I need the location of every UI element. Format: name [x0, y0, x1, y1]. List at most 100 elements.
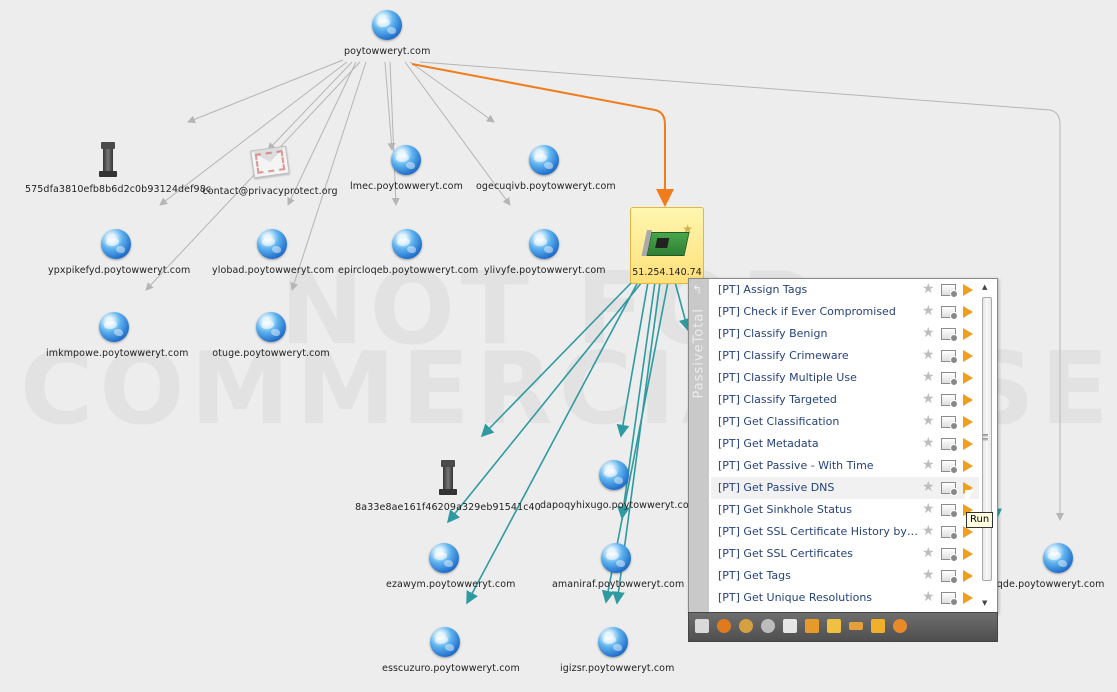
globe-icon	[1043, 543, 1073, 573]
settings-icon[interactable]	[941, 416, 958, 430]
run-all-icon[interactable]	[871, 619, 885, 633]
run-icon[interactable]	[963, 328, 973, 340]
layout-icon[interactable]	[695, 619, 709, 633]
transform-icon[interactable]	[739, 619, 753, 633]
star-icon[interactable]: ★	[922, 303, 935, 319]
settings-icon[interactable]	[941, 548, 958, 562]
run-icon[interactable]	[963, 350, 973, 362]
menu-scrollbar[interactable]: ▲ ══ ▼	[980, 281, 993, 611]
graph-node[interactable]: epircloqeb.poytowweryt.com	[338, 229, 478, 276]
settings-icon[interactable]	[941, 592, 958, 606]
run-icon[interactable]	[963, 284, 973, 296]
menu-item[interactable]: [PT] Get Sinkhole Status★	[711, 499, 979, 521]
star-icon[interactable]: ★	[922, 589, 935, 605]
graph-node[interactable]: lmec.poytowweryt.com	[350, 145, 463, 192]
graph-node[interactable]: ylobad.poytowweryt.com	[212, 229, 334, 276]
settings-icon[interactable]	[941, 350, 958, 364]
menu-item[interactable]: [PT] Get Unique Resolutions★	[711, 587, 979, 609]
menu-item[interactable]: [PT] Get Tags★	[711, 565, 979, 587]
settings-icon[interactable]	[941, 504, 958, 518]
graph-node[interactable]: otuge.poytowweryt.com	[212, 312, 330, 359]
menu-item[interactable]: [PT] Classify Multiple Use ★	[711, 367, 979, 389]
settings-icon[interactable]	[941, 438, 958, 452]
graph-node[interactable]: ogecuqivb.poytowweryt.com	[476, 145, 616, 192]
graph-node[interactable]: ezawym.poytowweryt.com	[386, 543, 515, 590]
menu-item[interactable]: [PT] Check if Ever Compromised★	[711, 301, 979, 323]
run-icon[interactable]	[963, 526, 973, 538]
scroll-down-icon[interactable]: ▼	[982, 599, 988, 607]
menu-item[interactable]: [PT] Assign Tags★	[711, 279, 979, 301]
scroll-thumb[interactable]	[982, 297, 992, 581]
run-icon[interactable]	[963, 570, 973, 582]
run-icon[interactable]	[963, 460, 973, 472]
graph-node[interactable]: igizsr.poytowweryt.com	[560, 627, 674, 674]
star-icon[interactable]: ★	[922, 545, 935, 561]
settings-icon[interactable]	[941, 570, 958, 584]
menu-item[interactable]: [PT] Get SSL Certificates★	[711, 543, 979, 565]
settings-icon[interactable]	[941, 306, 958, 320]
refresh-icon[interactable]	[893, 619, 907, 633]
star-icon[interactable]: ★	[922, 435, 935, 451]
settings-icon[interactable]	[941, 460, 958, 474]
star-icon[interactable]: ★	[682, 222, 693, 236]
graph-node[interactable]: poytowweryt.com	[344, 10, 430, 57]
run-icon[interactable]	[963, 548, 973, 560]
graph-node[interactable]: contact@privacyprotect.org	[200, 145, 340, 197]
run-icon[interactable]	[963, 416, 973, 428]
graph-node[interactable]: amaniraf.poytowweryt.com	[552, 543, 684, 590]
view-icon[interactable]	[761, 619, 775, 633]
settings-icon[interactable]	[941, 482, 958, 496]
menu-item[interactable]: [PT] Get Passive DNS★	[711, 477, 979, 499]
run-icon[interactable]	[963, 504, 973, 516]
paste-icon[interactable]	[827, 619, 841, 633]
star-icon[interactable]: ★	[922, 281, 935, 297]
node-label: poytowweryt.com	[344, 46, 431, 57]
run-icon[interactable]	[963, 394, 973, 406]
graph-node[interactable]: ylivyfe.poytowweryt.com	[484, 229, 606, 276]
graph-node[interactable]: ypxpikefyd.poytowweryt.com	[48, 229, 190, 276]
star-icon[interactable]: ★	[922, 347, 935, 363]
star-icon[interactable]: ★	[922, 369, 935, 385]
settings-icon[interactable]	[941, 328, 958, 342]
menu-item[interactable]: [PT] Get Classification★	[711, 411, 979, 433]
node-label: otuge.poytowweryt.com	[212, 348, 330, 359]
star-icon[interactable]: ★	[922, 457, 935, 473]
run-icon[interactable]	[963, 306, 973, 318]
run-icon[interactable]	[963, 482, 973, 494]
selected-ip-node[interactable]: ★ 51.254.140.74	[630, 207, 704, 284]
cut-icon[interactable]	[805, 619, 819, 633]
star-icon[interactable]: ★	[922, 523, 935, 539]
run-icon[interactable]	[963, 592, 973, 604]
graph-node[interactable]: imkmpowe.poytowweryt.com	[46, 312, 188, 359]
menu-item[interactable]: [PT] Classify Targeted★	[711, 389, 979, 411]
back-arrow-icon[interactable]: ↰	[692, 283, 703, 297]
menu-item[interactable]: [PT] Get Passive - With Time★	[711, 455, 979, 477]
copy-icon[interactable]	[783, 619, 797, 633]
settings-icon[interactable]	[941, 284, 958, 298]
menu-item[interactable]: [PT] Classify Crimeware★	[711, 345, 979, 367]
graph-node[interactable]: iqde.poytowweryt.com	[994, 543, 1104, 590]
settings-icon[interactable]	[941, 372, 958, 386]
scroll-up-icon[interactable]: ▲	[982, 283, 988, 291]
menu-item[interactable]: [PT] Classify Benign★	[711, 323, 979, 345]
star-icon[interactable]: ★	[922, 501, 935, 517]
star-icon[interactable]: ★	[922, 567, 935, 583]
menu-item[interactable]: [PT] Get SSL Certificate History by IP A…	[711, 521, 979, 543]
run-icon[interactable]	[963, 372, 973, 384]
graph-node[interactable]: esscuzuro.poytowweryt.com	[382, 627, 520, 674]
star-icon[interactable]: ★	[922, 413, 935, 429]
star-icon[interactable]: ★	[922, 479, 935, 495]
graph-node[interactable]: dapoqyhixugo.poytowweryt.com	[540, 460, 698, 511]
star-icon[interactable]: ★	[922, 391, 935, 407]
link-icon[interactable]	[849, 622, 863, 630]
run-icon[interactable]	[963, 438, 973, 450]
globe-icon	[529, 229, 559, 259]
settings-icon[interactable]	[941, 526, 958, 540]
menu-item[interactable]: [PT] Get Metadata★	[711, 433, 979, 455]
delete-icon[interactable]	[717, 619, 731, 633]
menu-item-label: [PT] Classify Multiple Use	[718, 371, 857, 384]
graph-node[interactable]: 575dfa3810efb8b6d2c0b93124def98c	[25, 142, 211, 195]
settings-icon[interactable]	[941, 394, 958, 408]
star-icon[interactable]: ★	[922, 325, 935, 341]
graph-node[interactable]: 8a33e8ae161f46209a329eb91541c40	[355, 460, 541, 513]
